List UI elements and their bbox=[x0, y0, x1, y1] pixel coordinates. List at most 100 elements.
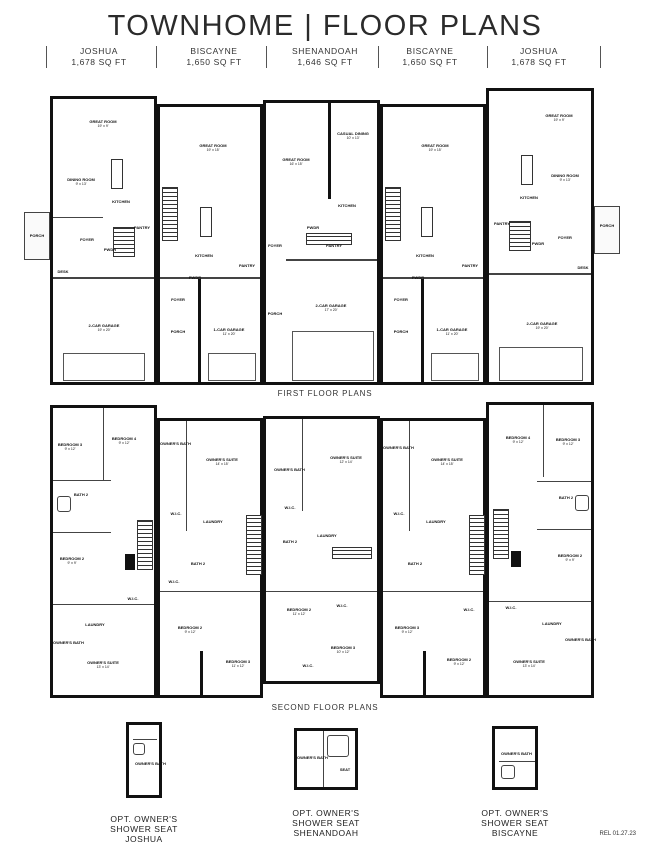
garage-door bbox=[431, 353, 479, 381]
room-wic: W.I.C. bbox=[170, 511, 182, 516]
interior-wall bbox=[266, 591, 377, 592]
plan-name: BISCAYNE bbox=[190, 46, 238, 56]
garage-door bbox=[208, 353, 256, 381]
interior-wall bbox=[186, 421, 187, 531]
option-joshua-plan: OWNER'S BATH bbox=[126, 722, 166, 798]
interior-wall bbox=[409, 421, 410, 531]
page-title: TOWNHOME | FLOOR PLANS bbox=[107, 10, 543, 42]
room-kitchen: KITCHEN bbox=[520, 195, 538, 200]
first-floor-label: FIRST FLOOR PLANS bbox=[277, 389, 373, 398]
room-kitchen: KITCHEN bbox=[195, 253, 213, 258]
bathtub bbox=[57, 496, 71, 512]
room-laundry: LAUNDRY bbox=[85, 622, 105, 627]
garage-wall bbox=[383, 277, 483, 279]
option-biscayne-plan: OWNER'S BATH bbox=[492, 726, 538, 790]
interior-wall bbox=[323, 731, 324, 787]
interior-wall bbox=[543, 405, 544, 477]
porch-joshua-right: PORCH bbox=[594, 206, 620, 254]
stairs bbox=[162, 187, 178, 241]
room-desk: DESK bbox=[577, 265, 589, 270]
shower-seat bbox=[133, 743, 145, 755]
revision-stamp: REL 01.27.23 bbox=[599, 831, 636, 837]
room-laundry: LAUNDRY bbox=[426, 519, 446, 524]
stairs bbox=[137, 520, 153, 570]
room-foyer: FOYER bbox=[80, 237, 94, 242]
stairs bbox=[385, 187, 401, 241]
room-owners-bath: OWNER'S BATH bbox=[135, 761, 166, 766]
room-kitchen: KITCHEN bbox=[112, 199, 130, 204]
interior-wall bbox=[489, 601, 591, 602]
room-laundry: LAUNDRY bbox=[203, 519, 223, 524]
room-laundry: LAUNDRY bbox=[317, 533, 337, 538]
room-porch: PORCH bbox=[29, 233, 45, 238]
kitchen-island bbox=[200, 207, 212, 237]
room-wic-2: W.I.C. bbox=[463, 607, 475, 612]
column-divider bbox=[156, 46, 157, 68]
interior-wall bbox=[423, 651, 426, 696]
porch-joshua-left: PORCH bbox=[24, 212, 50, 260]
plan-name: JOSHUA bbox=[519, 46, 559, 56]
room-wic: W.I.C. bbox=[127, 596, 139, 601]
column-header-shenandoah: SHENANDOAH 1,646 SQ FT bbox=[266, 46, 384, 68]
room-owners-bath: OWNER'S BATH bbox=[160, 441, 191, 446]
garage-door bbox=[63, 353, 145, 381]
room-pantry: PANTRY bbox=[326, 243, 342, 248]
interior-wall bbox=[499, 761, 535, 762]
room-pantry: PANTRY bbox=[494, 221, 510, 226]
stairs bbox=[493, 509, 509, 559]
room-pantry: PANTRY bbox=[239, 263, 255, 268]
stairs bbox=[509, 221, 531, 251]
room-kitchen: KITCHEN bbox=[416, 253, 434, 258]
plan-sqft: 1,646 SQ FT bbox=[297, 57, 353, 67]
interior-wall bbox=[133, 739, 157, 740]
chase bbox=[511, 551, 521, 567]
shower-seat bbox=[501, 765, 515, 779]
room-bath-2: BATH 2 bbox=[282, 539, 298, 544]
room-wic: W.I.C. bbox=[284, 505, 296, 510]
plan-sqft: 1,678 SQ FT bbox=[511, 57, 567, 67]
room-wic-3: W.I.C. bbox=[302, 663, 314, 668]
plan-sqft: 1,650 SQ FT bbox=[186, 57, 242, 67]
room-pwdr: PWDR bbox=[531, 241, 545, 246]
column-divider bbox=[378, 46, 379, 68]
interior-wall bbox=[53, 532, 111, 533]
garage-wall bbox=[489, 273, 591, 275]
plan-name: SHENANDOAH bbox=[292, 46, 358, 56]
kitchen-island bbox=[521, 155, 533, 185]
room-pantry: PANTRY bbox=[462, 263, 478, 268]
room-pantry: PANTRY bbox=[134, 225, 150, 230]
column-header-joshua-left: JOSHUA 1,678 SQ FT bbox=[40, 46, 158, 68]
room-pwdr: PWDR bbox=[188, 275, 202, 280]
chase bbox=[125, 554, 135, 570]
room-wic: W.I.C. bbox=[505, 605, 517, 610]
garage-wall bbox=[160, 277, 260, 279]
room-bath-2: BATH 2 bbox=[73, 492, 89, 497]
interior-wall bbox=[537, 529, 591, 530]
bathtub bbox=[575, 495, 589, 511]
interior-wall bbox=[328, 103, 331, 199]
room-desk: DESK bbox=[57, 269, 69, 274]
interior-wall bbox=[103, 408, 104, 480]
